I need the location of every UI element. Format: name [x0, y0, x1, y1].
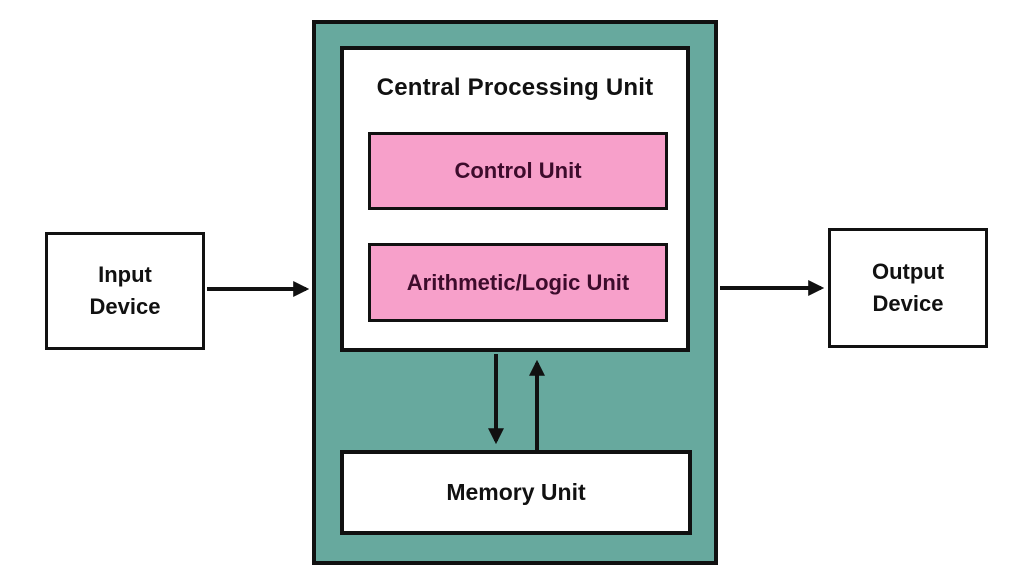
alu-label: Arithmetic/Logic Unit: [406, 269, 630, 295]
cpu-title: Central Processing Unit: [376, 74, 654, 101]
output-device-box: Output Device: [828, 228, 988, 348]
input-device-box: Input Device: [45, 232, 205, 350]
control-unit-label: Control Unit: [454, 158, 582, 183]
memory-unit-box: Memory Unit: [340, 450, 692, 535]
alu-box: Arithmetic/Logic Unit: [368, 243, 668, 322]
control-unit-box: Control Unit: [368, 132, 668, 210]
memory-unit-label: Memory Unit: [446, 479, 586, 505]
input-device-label: Input Device: [89, 262, 161, 319]
output-device-label: Output Device: [871, 259, 945, 316]
